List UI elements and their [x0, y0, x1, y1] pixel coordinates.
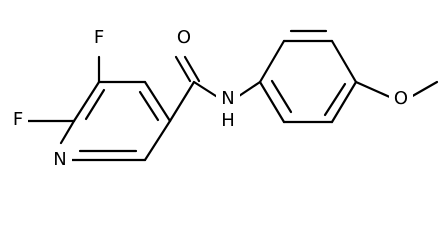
bond-c4-c5-inner — [138, 90, 160, 122]
carbonyl-oxygen-label: O — [177, 27, 191, 48]
chemical-structure: F F N O N H O — [8, 23, 439, 173]
methoxy-group — [354, 80, 439, 100]
bond-carbonyl-amide-nitrogen — [192, 80, 221, 100]
methoxyphenyl-ring — [258, 29, 358, 124]
bond-c2-c3-inner — [84, 88, 106, 121]
bond-aryl-c — [330, 39, 358, 84]
bond-c2-c3 — [72, 80, 101, 123]
fluorine-top-label: F — [94, 27, 104, 48]
bond-aryl-f — [258, 80, 286, 124]
ring-nitrogen-label: N — [53, 149, 66, 170]
bond-carbonyl-oxygen-b — [183, 55, 201, 83]
bond-ether-oxygen-methyl — [407, 80, 439, 100]
ether-oxygen-mask — [389, 84, 413, 112]
bond-aryl-d — [330, 80, 358, 124]
bond-aryl-f-inner — [270, 79, 293, 114]
amide-hydrogen-label: H — [221, 110, 235, 131]
amide-group — [168, 55, 262, 123]
bond-c4-carbonyl — [168, 80, 196, 123]
bond-ring-nitrogen-c2 — [59, 119, 76, 145]
bond-aryl-a — [258, 39, 286, 84]
bond-carbonyl-oxygen-a — [174, 55, 192, 83]
ether-oxygen-label: O — [394, 88, 408, 109]
bond-c4-c5 — [143, 80, 172, 123]
amide-nitrogen-label: N — [221, 88, 234, 109]
fluorine-left-mask — [8, 107, 28, 135]
fluorine-substituents — [25, 55, 101, 123]
fluorine-top-mask — [89, 25, 109, 53]
fluorine-left-label: F — [13, 109, 23, 130]
pyridine-ring — [59, 80, 172, 162]
ring-nitrogen-mask — [48, 145, 72, 173]
bond-c5-c6 — [143, 119, 172, 162]
bond-aryl-d-inner — [323, 82, 347, 117]
amide-nitrogen-mask — [216, 84, 240, 112]
bond-aryl-ether-oxygen — [354, 80, 394, 100]
carbonyl-oxygen-mask — [172, 23, 196, 51]
